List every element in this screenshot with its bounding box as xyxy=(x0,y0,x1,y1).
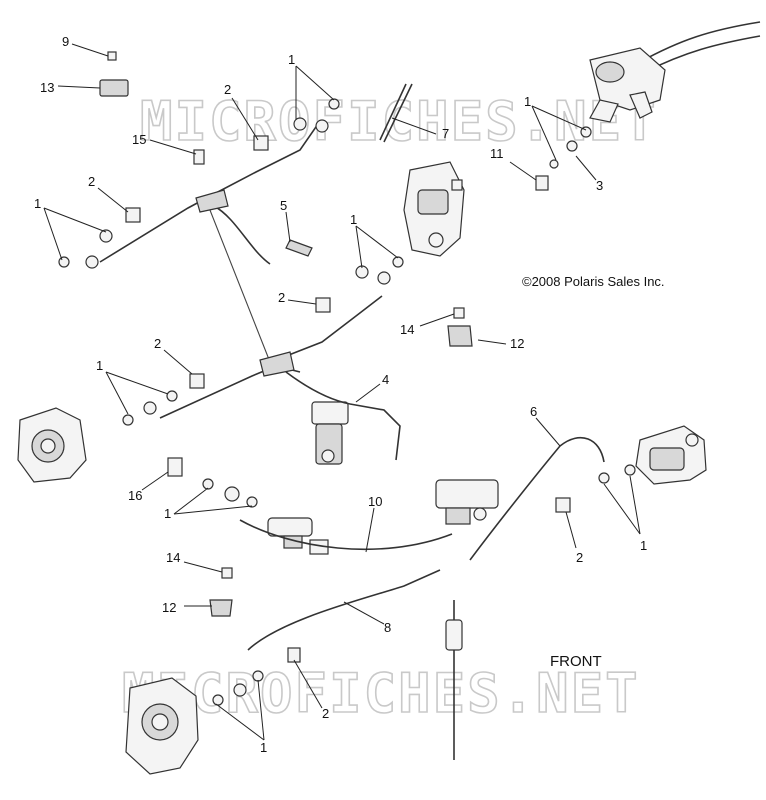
callout-1: 1 xyxy=(288,52,295,67)
brake-line-to-valve xyxy=(349,403,401,461)
valve-block-10 xyxy=(435,479,499,525)
callout-13: 13 xyxy=(40,80,54,95)
callout-8: 8 xyxy=(384,620,391,635)
caliper-left xyxy=(17,407,87,483)
brake-line-upper xyxy=(99,123,319,263)
callout-4: 4 xyxy=(382,372,389,387)
callout-1: 1 xyxy=(96,358,103,373)
brake-line-tee-drop xyxy=(205,199,271,363)
brake-line-6 xyxy=(469,436,605,561)
callout-1: 1 xyxy=(34,196,41,211)
brake-switch-assembly xyxy=(267,517,329,555)
callout-2: 2 xyxy=(88,174,95,189)
caliper-bottom xyxy=(125,677,199,775)
brake-line-4 xyxy=(285,371,351,405)
callout-12: 12 xyxy=(510,336,524,351)
brake-line-5 xyxy=(213,205,271,265)
callout-1: 1 xyxy=(164,506,171,521)
front-label: FRONT xyxy=(550,653,602,670)
callout-1: 1 xyxy=(260,740,267,755)
callout-2: 2 xyxy=(224,82,231,97)
callout-2: 2 xyxy=(154,336,161,351)
proportioning-valve xyxy=(311,401,349,465)
callout-16: 16 xyxy=(128,488,142,503)
callout-1: 1 xyxy=(350,212,357,227)
tee-fitting-lower xyxy=(259,351,295,377)
caliper-top xyxy=(403,161,465,257)
callout-2: 2 xyxy=(278,290,285,305)
brake-line-10 xyxy=(239,519,453,551)
brake-line-middle xyxy=(159,365,301,419)
callout-2: 2 xyxy=(322,706,329,721)
hose-fitting-5 xyxy=(285,239,313,257)
callout-9: 9 xyxy=(62,34,69,49)
small-hardware xyxy=(99,51,571,663)
callout-3: 3 xyxy=(596,178,603,193)
callout-7: 7 xyxy=(442,126,449,141)
leader-lines xyxy=(43,43,641,741)
callout-1: 1 xyxy=(524,94,531,109)
callout-1: 1 xyxy=(640,538,647,553)
master-cylinder-pedal xyxy=(589,21,761,123)
callout-14: 14 xyxy=(400,322,414,337)
callout-14: 14 xyxy=(166,550,180,565)
callout-2: 2 xyxy=(576,550,583,565)
watermark-bottom: MICROFICHES.NET xyxy=(122,662,640,725)
rod-7 xyxy=(383,83,413,143)
callout-6: 6 xyxy=(530,404,537,419)
caliper-right xyxy=(635,425,707,485)
callout-11: 11 xyxy=(490,146,504,161)
banjo-fittings xyxy=(58,98,636,706)
brake-line-right-branch xyxy=(275,295,383,361)
tee-fitting-upper xyxy=(195,189,229,213)
callout-12: 12 xyxy=(162,600,176,615)
inline-fitting xyxy=(445,619,463,651)
brake-line-8 xyxy=(247,569,441,651)
callout-5: 5 xyxy=(280,198,287,213)
callout-15: 15 xyxy=(132,132,146,147)
callout-10: 10 xyxy=(368,494,382,509)
copyright-notice: ©2008 Polaris Sales Inc. xyxy=(522,274,665,289)
